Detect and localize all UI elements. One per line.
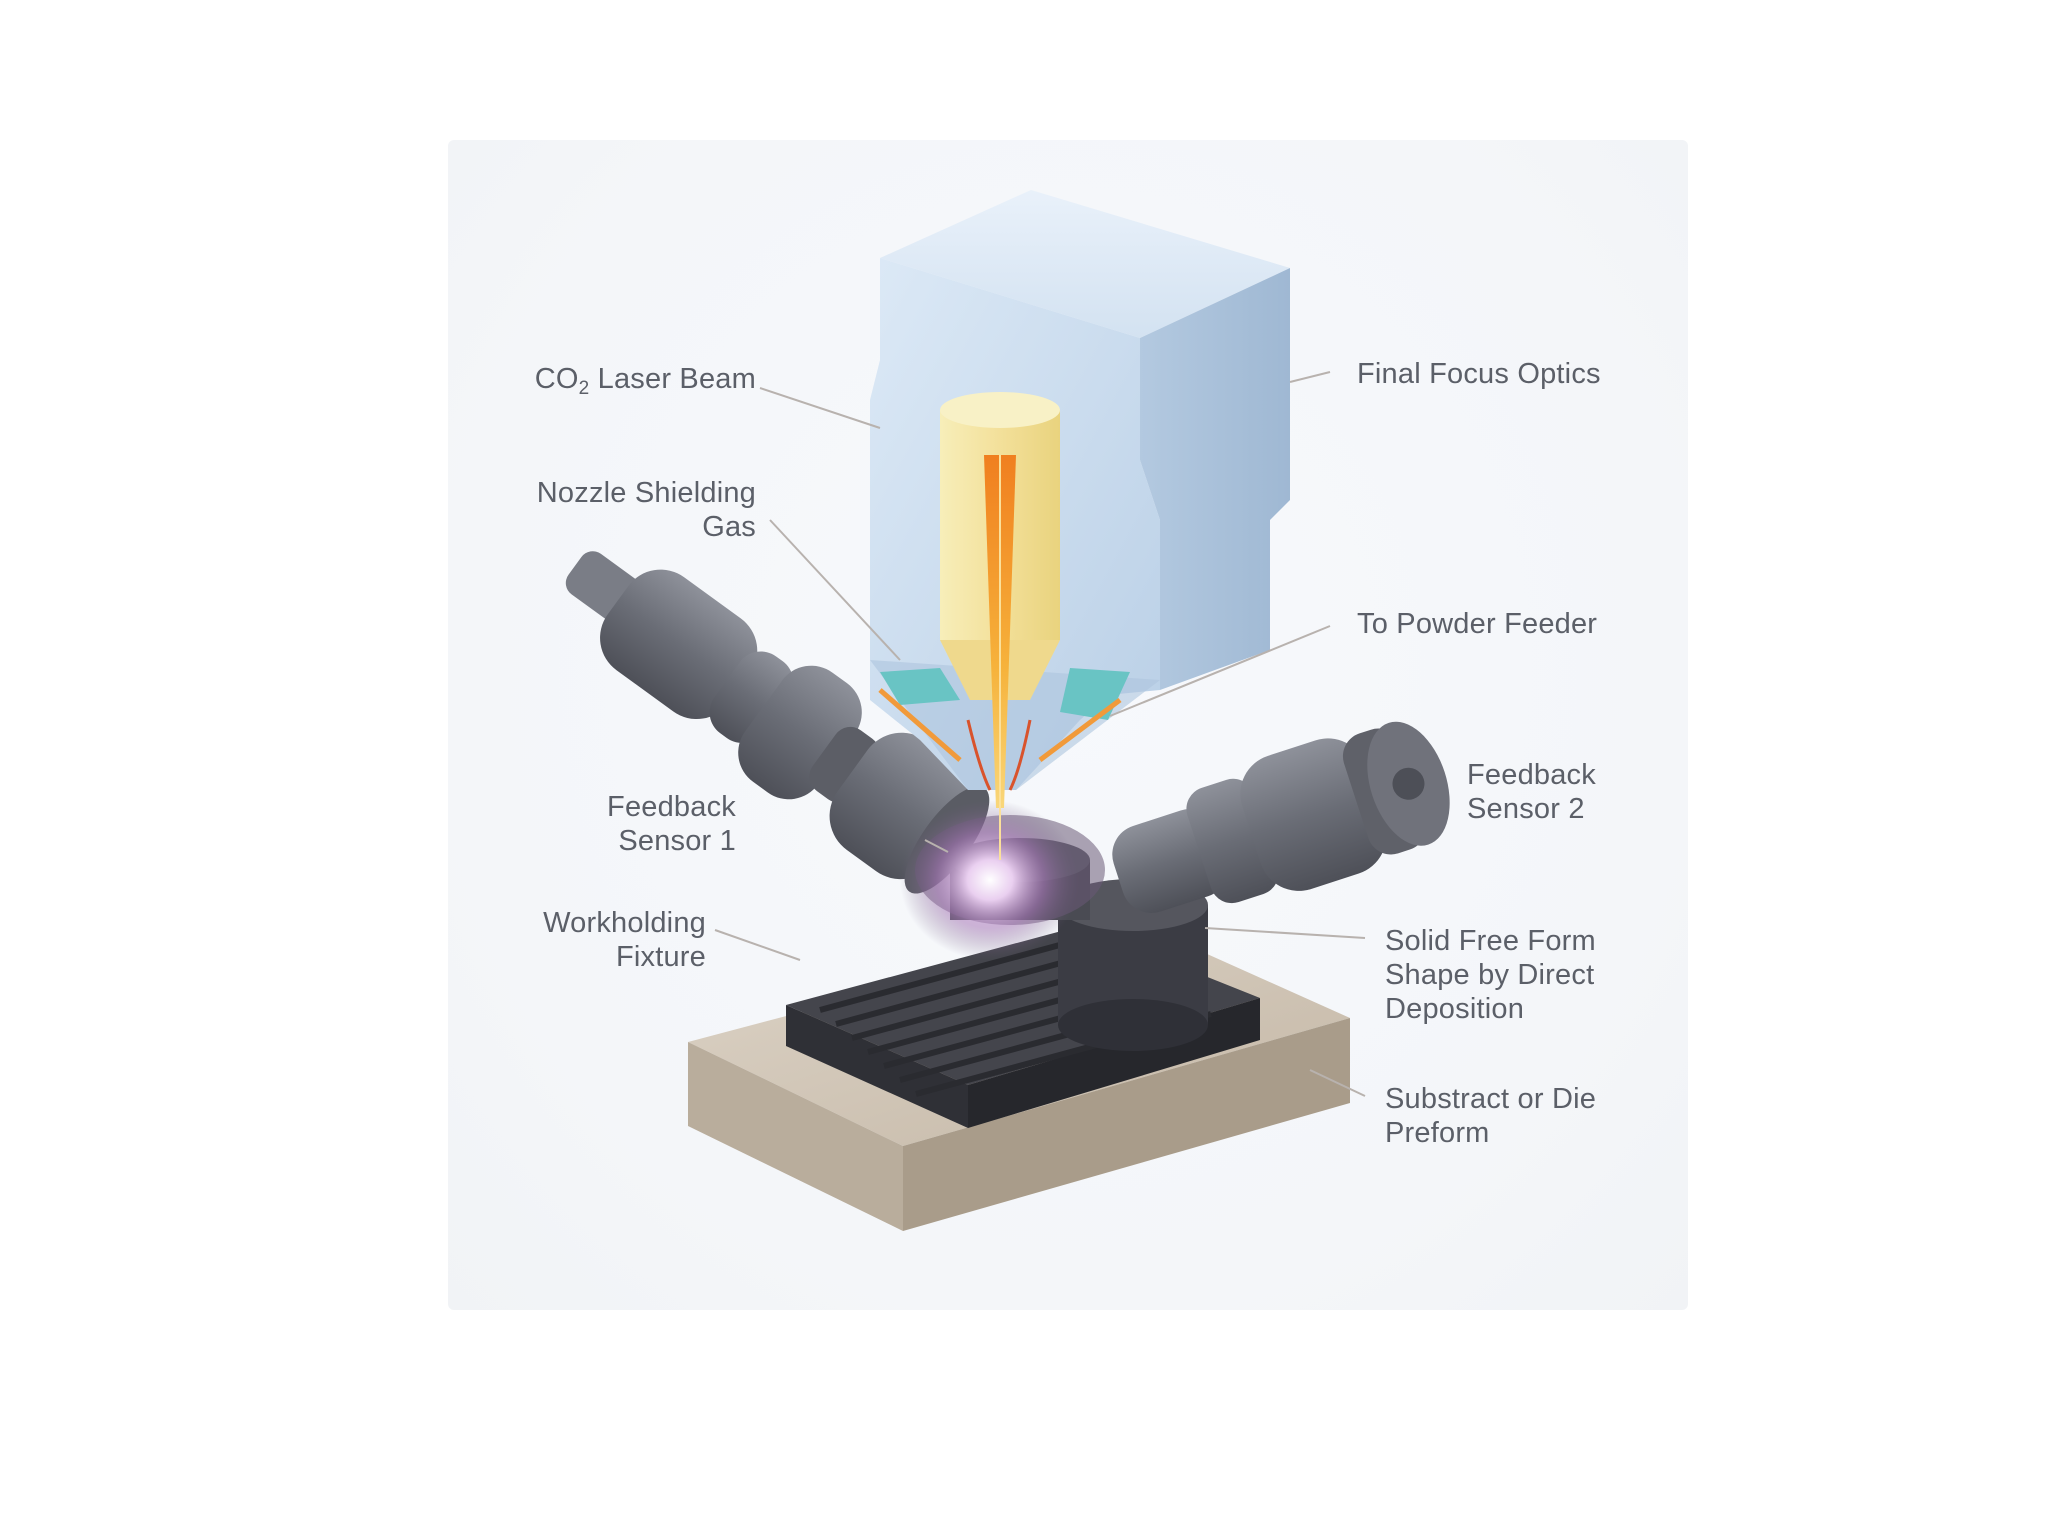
feedback-sensor-2 xyxy=(1112,721,1450,914)
co2-laser-beam xyxy=(984,455,1016,860)
label-nozzle-shielding-gas: Nozzle Shielding Gas xyxy=(536,477,756,543)
label-substract-or-die-preform: Substract or Die Preform xyxy=(1385,1083,1597,1149)
nozzle-channels xyxy=(878,668,1130,791)
label-final-focus-optics: Final Focus Optics xyxy=(1357,358,1601,390)
label-feedback-sensor-2: Feedback Sensor 2 xyxy=(1467,759,1596,825)
leader-lines xyxy=(714,371,1366,1097)
label-to-powder-feeder: To Powder Feeder xyxy=(1357,608,1598,640)
label-feedback-sensor-1: Feedback Sensor 1 xyxy=(607,791,736,857)
label-workholding-fixture: Workholding Fixture xyxy=(543,907,706,973)
melt-pool-glow xyxy=(900,800,1105,960)
label-solid-free-form-shape: Solid Free Form Shape by Direct Depositi… xyxy=(1385,925,1596,1025)
label-co2-laser-beam: CO2 Laser Beam xyxy=(534,363,756,399)
